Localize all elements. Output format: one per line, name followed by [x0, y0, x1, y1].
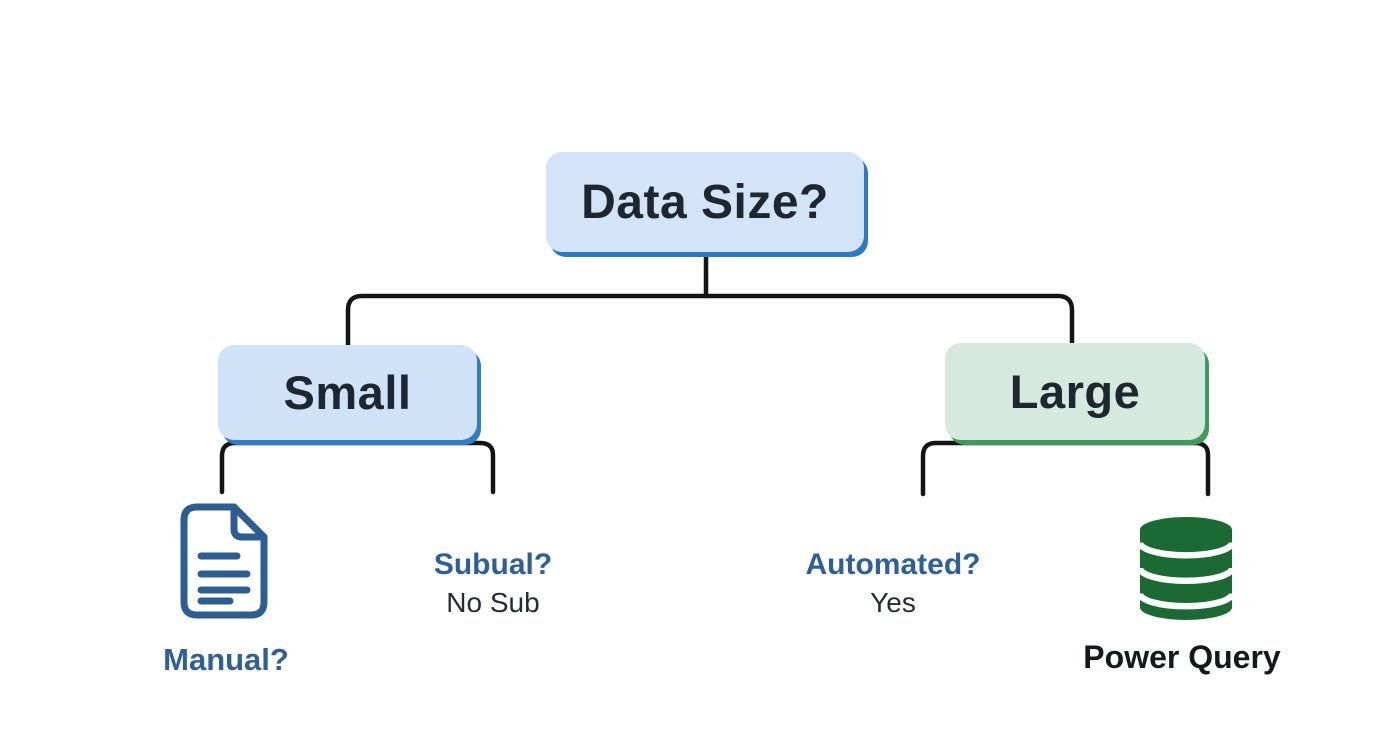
node-data-size: Data Size?	[546, 152, 864, 252]
node-data-size-label: Data Size?	[581, 175, 829, 229]
node-small: Small	[218, 345, 477, 440]
leaf-subual-answer: No Sub	[446, 587, 540, 618]
leaf-automated-answer: Yes	[870, 587, 916, 618]
database-icon	[1136, 516, 1236, 622]
leaf-manual-label: Manual?	[163, 642, 289, 677]
connector-small-branches	[219, 440, 496, 495]
connector-large-branches	[920, 440, 1211, 497]
leaf-subual-question: Subual?	[433, 548, 553, 581]
document-icon	[171, 502, 277, 620]
leaf-automated-question: Automated?	[805, 548, 981, 581]
node-large: Large	[945, 343, 1205, 440]
node-large-label: Large	[1009, 365, 1141, 418]
connector-root-branches	[345, 293, 1075, 348]
node-small-label: Small	[283, 366, 412, 419]
leaf-power-query-label: Power Query	[1083, 639, 1281, 675]
